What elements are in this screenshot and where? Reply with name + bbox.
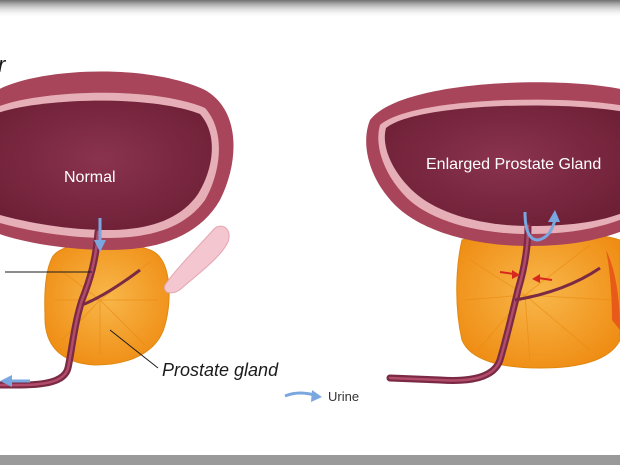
- enlarged-urine-arrowhead: [548, 210, 560, 222]
- normal-prostate-gland: [44, 242, 170, 366]
- bladder-label-fragment: r: [0, 52, 5, 78]
- normal-urine-arrowhead-bottom: [0, 375, 12, 387]
- enlarged-state-label: Enlarged Prostate Gland: [426, 156, 602, 173]
- legend-urine-arrow: [284, 390, 322, 402]
- compression-arrow-right: [537, 277, 553, 281]
- normal-state-label: Normal: [64, 169, 116, 186]
- top-frame-shadow: [0, 0, 620, 18]
- compression-arrowhead-left: [512, 270, 520, 279]
- prostate-callout-line: [109, 329, 159, 369]
- normal-bladder-lumen: [0, 100, 212, 230]
- normal-ejaculatory-duct: [81, 268, 141, 307]
- legend-urine-label: Urine: [328, 389, 360, 404]
- normal-seminal-vesicle: [164, 225, 230, 294]
- bottom-frame-border: [0, 455, 620, 465]
- compression-arrowhead-right: [532, 274, 540, 283]
- prostate-gland-label: Prostate gland: [162, 360, 279, 380]
- normal-urethra-highlight: [0, 230, 100, 387]
- enlarged-urine-arrow-reflux: [523, 211, 557, 242]
- enlarged-ejaculatory-duct: [514, 266, 601, 302]
- compression-arrow-left: [499, 271, 515, 275]
- enlarged-urethra-highlight: [388, 224, 530, 382]
- normal-urine-arrowhead-top: [94, 240, 106, 252]
- enlarged-bladder-lumen: [384, 105, 620, 226]
- normal-prostate-illustration: [0, 71, 234, 389]
- enlarged-prostate-illustration: [366, 82, 620, 384]
- enlarged-prostate-edge: [606, 250, 620, 330]
